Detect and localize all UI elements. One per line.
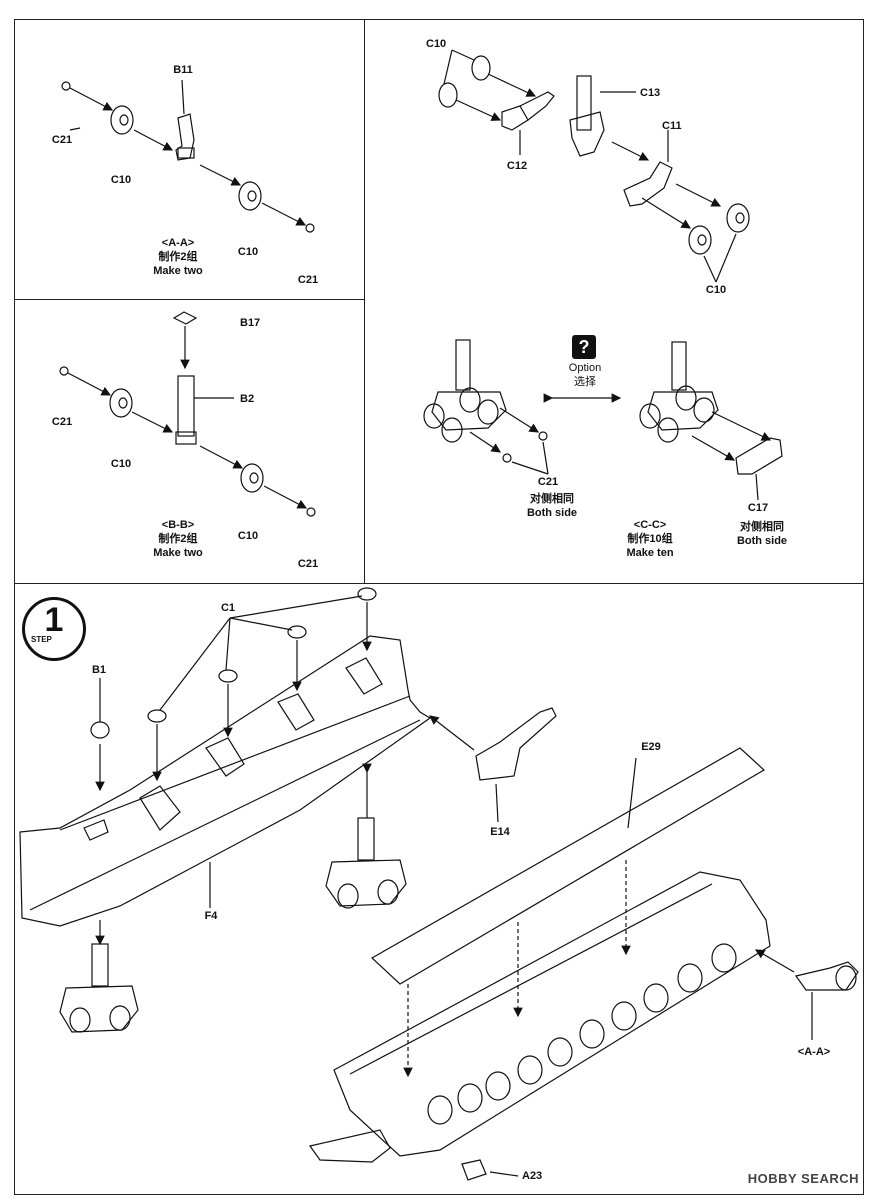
bb-cn: 制作2组 <box>158 533 198 545</box>
option-caption: Option 选择 <box>569 361 601 389</box>
part-label-f4: F4 <box>204 910 218 922</box>
bb-en: Make two <box>153 547 203 559</box>
hull-bogie-center <box>325 763 407 909</box>
a23-part <box>461 1159 519 1181</box>
left-both-caption: 对侧相同 Both side <box>527 492 577 520</box>
lower-bogies <box>427 943 737 1125</box>
bb-assembly <box>59 311 316 517</box>
aa-title: <A-A> <box>161 237 195 249</box>
option-en: Option <box>568 362 602 374</box>
left-cn: 对侧相同 <box>530 493 574 505</box>
right-en: Both side <box>736 535 788 547</box>
aa-cn: 制作2组 <box>158 251 198 263</box>
question-icon: ? <box>572 335 596 359</box>
aa-en: Make two <box>153 265 203 277</box>
right-cn: 对侧相同 <box>740 521 784 533</box>
part-label-c10: C10 <box>426 38 447 50</box>
panel-step1 <box>14 583 864 1195</box>
aa-caption: <A-A> 制作2组 Make two <box>153 236 203 278</box>
cc-title: <C-C> <box>633 519 667 531</box>
part-label-a23: A23 <box>522 1170 543 1182</box>
cc-bogie-left <box>423 339 549 475</box>
b1-part <box>90 678 110 792</box>
part-label-c10: C10 <box>110 174 132 186</box>
part-label-c10: C10 <box>237 246 259 258</box>
part-label-b1: B1 <box>91 664 107 676</box>
cc-en: Make ten <box>626 547 674 559</box>
cc-cn: 制作10组 <box>627 533 673 545</box>
part-label-e14: E14 <box>490 826 510 838</box>
hull-side <box>19 635 432 927</box>
part-label-c1: C1 <box>220 602 236 614</box>
step-number: 1 <box>44 601 64 639</box>
e14-part <box>429 707 557 823</box>
cc-caption: <C-C> 制作10组 Make ten <box>626 518 673 560</box>
right-both-caption: 对侧相同 Both side <box>737 520 787 548</box>
part-label-c21: C21 <box>537 476 559 488</box>
part-label-b2: B2 <box>240 393 255 405</box>
aa-assembly <box>61 79 315 233</box>
cc-bogie-right <box>639 341 783 501</box>
step-badge: 1 STEP <box>22 597 86 661</box>
part-label-b17: B17 <box>240 317 261 329</box>
bb-caption: <B-B> 制作2组 Make two <box>153 518 203 560</box>
part-label-b11: B11 <box>173 64 193 76</box>
hull-bogie-left <box>59 920 139 1033</box>
step-word: STEP <box>31 635 52 644</box>
part-label-c11: C11 <box>662 120 682 132</box>
part-label-e29: E29 <box>641 741 661 753</box>
part-label-c10: C10 <box>237 530 259 542</box>
lower-hull <box>308 860 771 1163</box>
e29-plate <box>370 747 766 985</box>
part-label-c21: C21 <box>51 134 73 146</box>
bb-title: <B-B> <box>161 519 195 531</box>
part-label-c21: C21 <box>51 416 73 428</box>
part-label-c10: C10 <box>705 284 727 296</box>
left-en: Both side <box>526 507 578 519</box>
part-label-c21: C21 <box>297 558 319 570</box>
c1-caps <box>147 587 377 782</box>
part-label-c21: C21 <box>297 274 319 286</box>
part-label-c12: C12 <box>506 160 528 172</box>
part-label-c10: C10 <box>110 458 132 470</box>
part-label-c13: C13 <box>640 87 661 99</box>
watermark: HOBBY SEARCH <box>747 1171 859 1186</box>
part-label-c17: C17 <box>747 502 769 514</box>
cc-exploded <box>438 49 750 283</box>
part-label-aa: <A-A> <box>797 1046 831 1058</box>
aa-detail <box>754 949 859 1040</box>
option-cn: 选择 <box>573 376 596 388</box>
